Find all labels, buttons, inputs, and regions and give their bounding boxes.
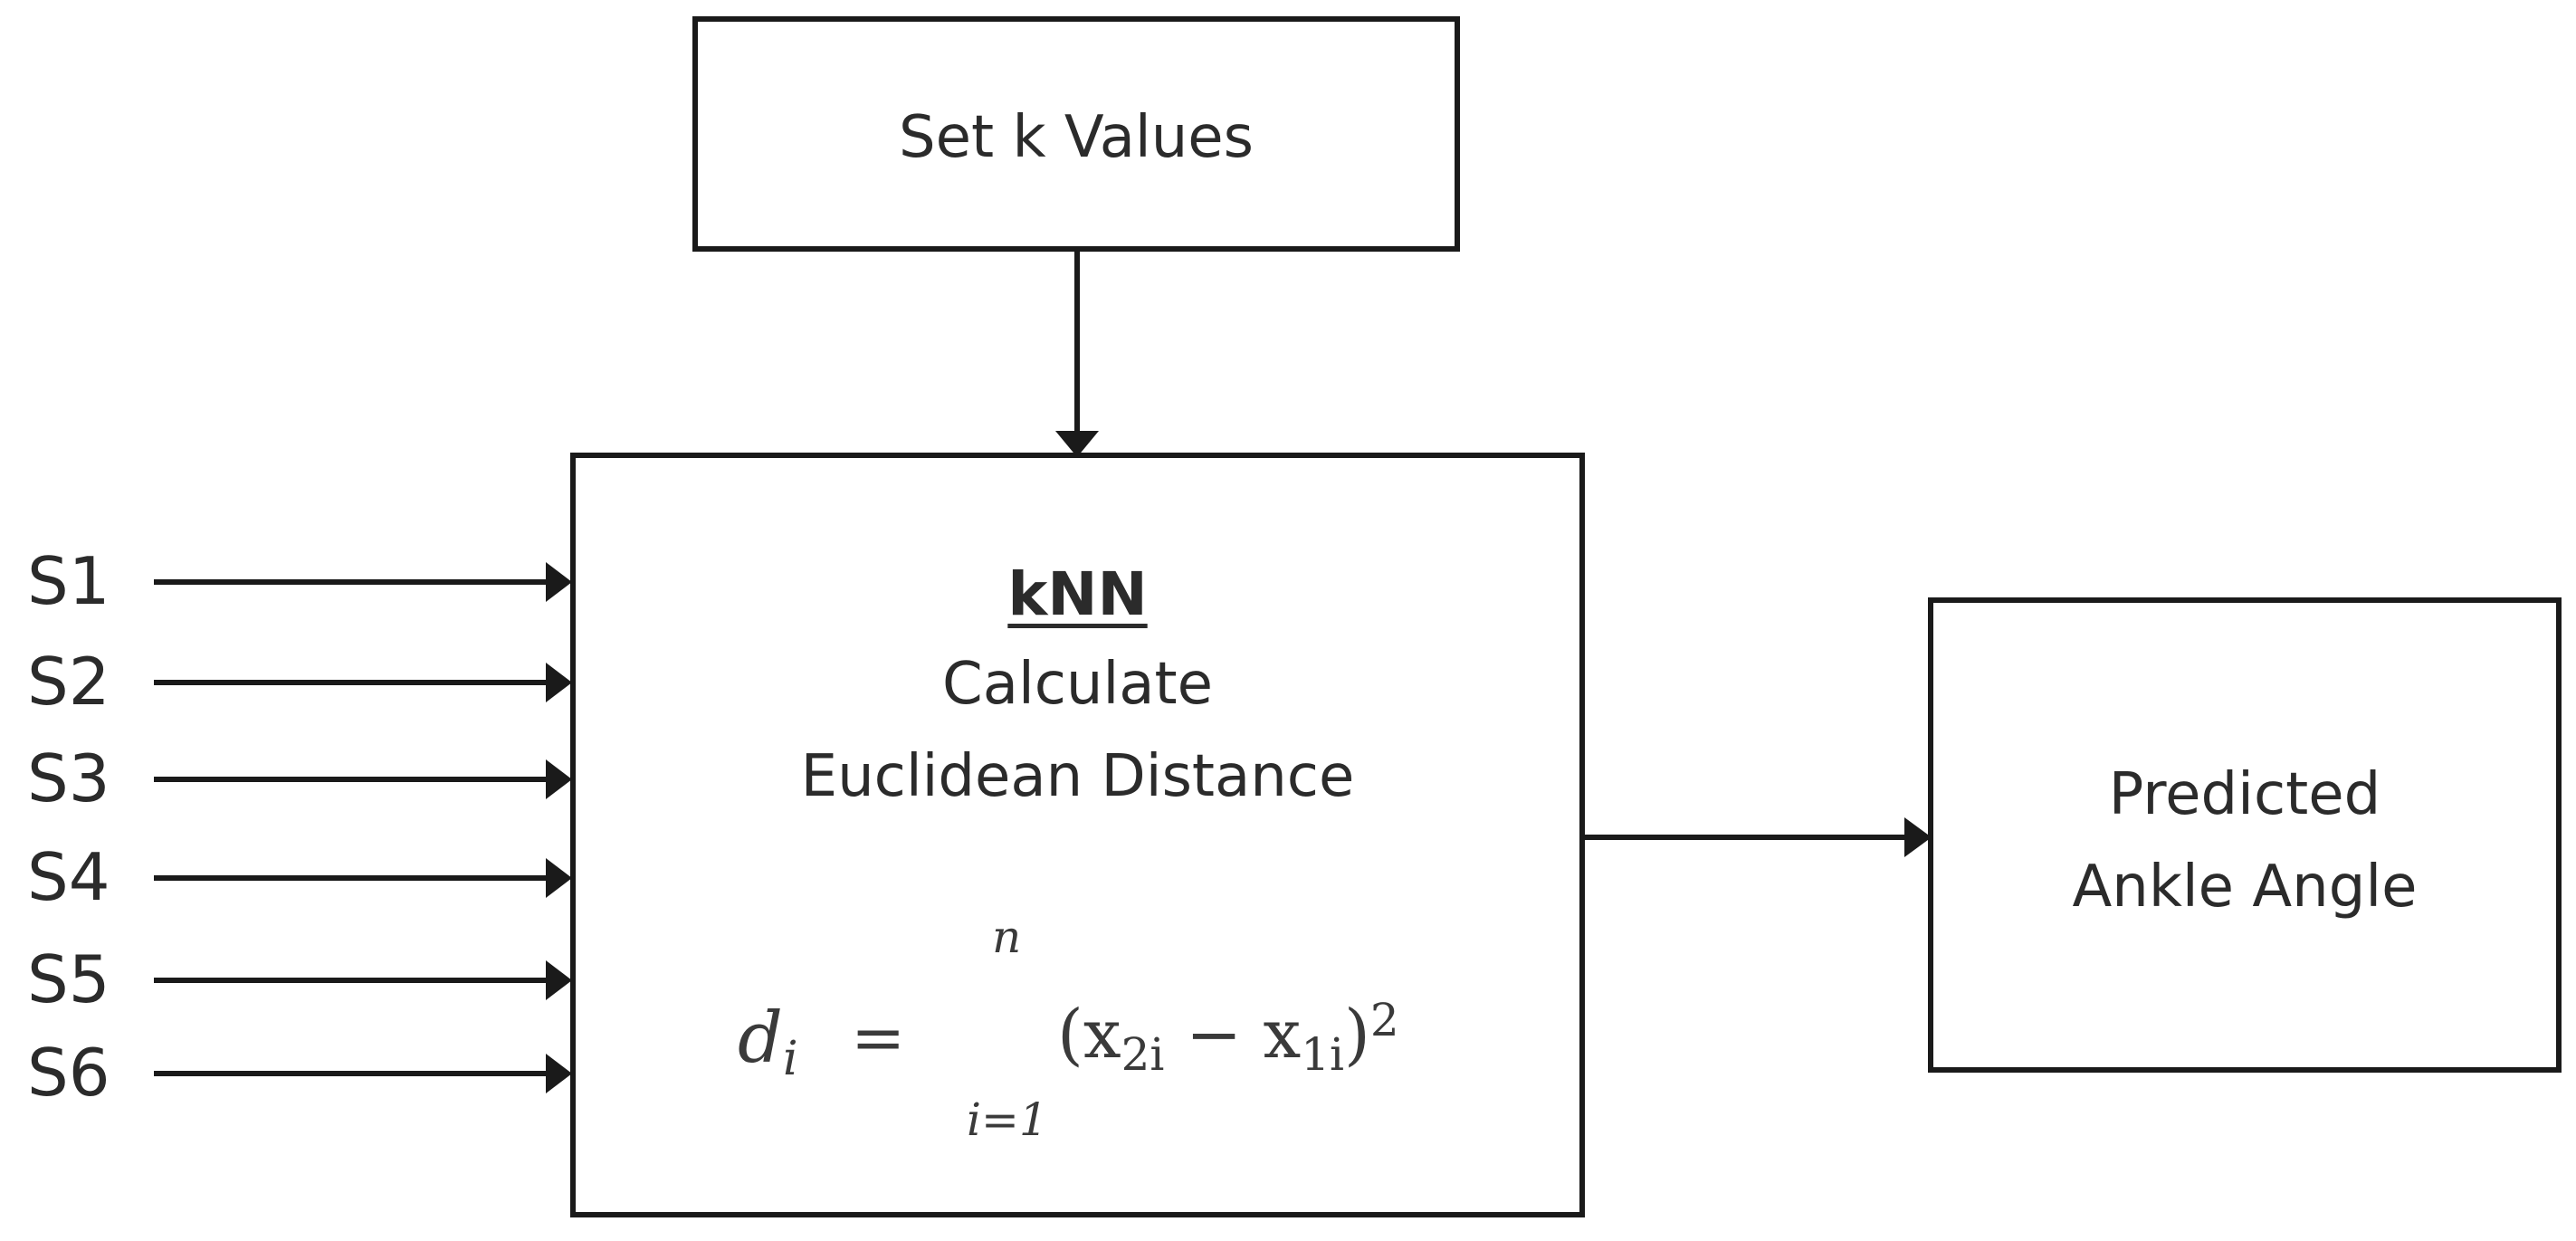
formula-minus-x1: − x [1164,996,1302,1074]
input-label-s1: S1 [27,543,110,619]
formula-term: (x2i − x1i)2 [1057,998,1399,1077]
formula-lhs: di [738,1003,798,1083]
formula-lhs-sub: i [782,1032,798,1086]
arrow-setk-to-knn [1055,249,1099,457]
formula-sum-lower: i=1 [967,1093,1048,1146]
output-line-ankle-angle: Ankle Angle [2072,854,2418,921]
input-label-s5: S5 [27,941,110,1017]
arrow-knn-to-output [1582,817,1932,857]
input-label-s2: S2 [27,644,110,720]
predicted-ankle-angle-box: Predicted Ankle Angle [1928,597,2562,1073]
input-label-s4: S4 [27,839,110,915]
arrow-input-s6 [154,1054,572,1093]
formula-lhs-var: d [738,998,783,1079]
knn-title: kNN [1007,559,1148,629]
input-label-s3: S3 [27,740,110,816]
formula-sub-2i: 2i [1121,1028,1165,1081]
arrow-input-s3 [154,759,572,799]
formula-equals: = [851,999,906,1075]
formula-sum-upper: n [992,911,1022,963]
set-k-values-box: Set k Values [692,16,1460,252]
formula-open-x2: (x [1057,996,1121,1074]
output-line-predicted: Predicted [2108,761,2381,828]
arrow-input-s2 [154,663,572,702]
formula-sub-1i: 1i [1301,1028,1345,1081]
arrow-input-s5 [154,960,572,1000]
knn-line-euclidean: Euclidean Distance [800,743,1355,810]
formula-exponent: 2 [1369,994,1399,1046]
arrow-input-s1 [154,562,572,602]
knn-box: kNN Calculate Euclidean Distance [570,453,1585,1217]
input-label-s6: S6 [27,1035,110,1111]
set-k-values-label: Set k Values [899,104,1254,171]
formula-close-paren: ) [1344,996,1370,1074]
knn-line-calculate: Calculate [942,651,1213,718]
arrow-input-s4 [154,858,572,898]
